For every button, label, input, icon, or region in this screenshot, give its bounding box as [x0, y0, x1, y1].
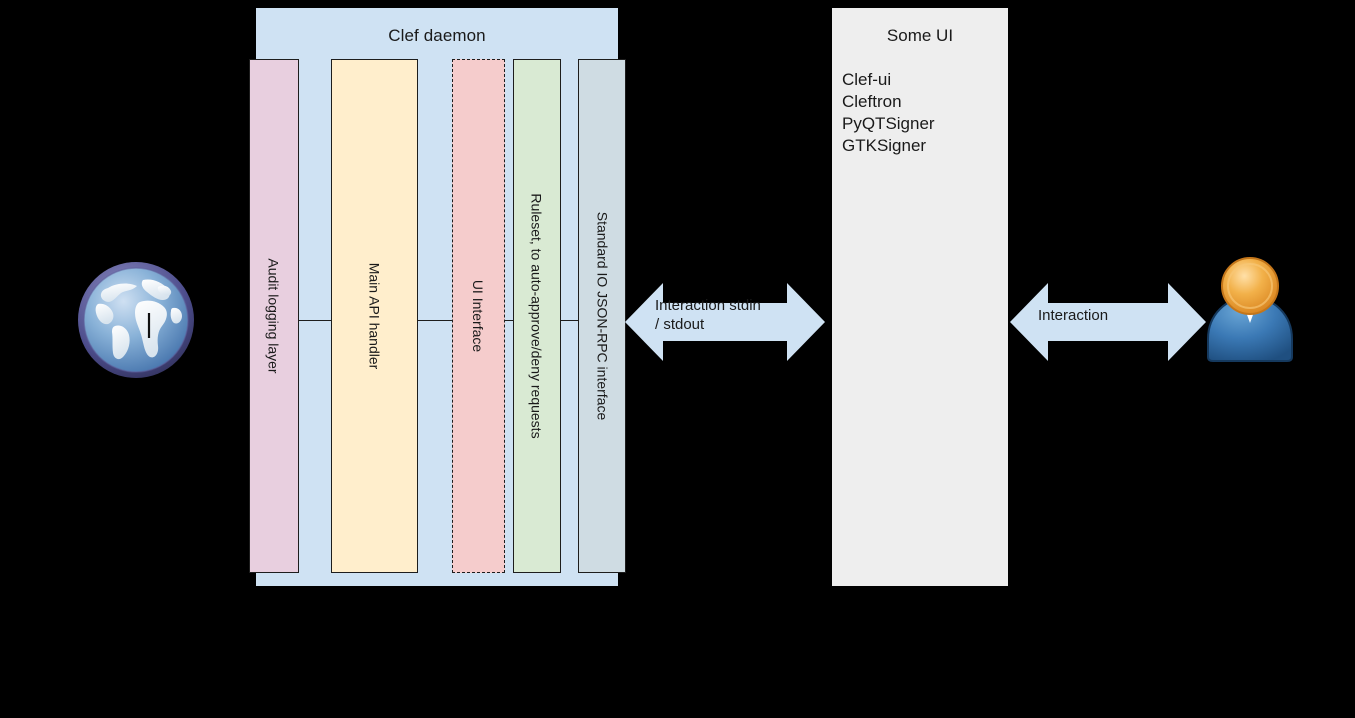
column-audit-logging-layer: Audit logging layer — [249, 59, 299, 573]
column-label-api: Main API handler — [366, 262, 383, 370]
arrow-daemon-to-ui — [625, 283, 825, 361]
connector-ui-to-ruleset — [503, 320, 515, 321]
some-ui-title: Some UI — [886, 26, 954, 45]
some-ui-list: Clef-ui Cleftron PyQTSigner GTKSigner — [842, 69, 935, 157]
globe-internet-icon — [74, 258, 198, 382]
arrow-label-interaction: Interaction — [1038, 307, 1109, 324]
column-ui-interface: UI Interface — [452, 59, 505, 573]
list-item: Clef-ui — [842, 70, 892, 89]
list-item: PyQTSigner — [842, 114, 935, 133]
connector-audit-to-api — [297, 320, 333, 321]
list-item: Cleftron — [842, 92, 902, 111]
column-label-ruleset: Ruleset, to auto-approve/deny requests — [529, 193, 545, 439]
column-main-api-handler: Main API handler — [331, 59, 418, 573]
column-standard-io-jsonrpc: Standard IO JSON-RPC interface — [578, 59, 626, 573]
column-ruleset: Ruleset, to auto-approve/deny requests — [513, 59, 561, 573]
some-ui-panel: Some UI Clef-ui Cleftron PyQTSigner GTKS… — [832, 8, 1008, 586]
connector-api-to-ui — [416, 320, 454, 321]
clef-daemon-title: Clef daemon — [388, 26, 486, 45]
clef-daemon-container: Clef daemon — [256, 8, 618, 586]
arrow-ui-to-user — [1010, 283, 1206, 361]
column-label-ui: UI Interface — [470, 279, 487, 353]
column-label-audit: Audit logging layer — [266, 258, 282, 374]
user-person-icon — [1204, 253, 1296, 363]
column-label-stdio: Standard IO JSON-RPC interface — [594, 211, 610, 421]
connector-ruleset-to-stdio — [559, 320, 580, 321]
arrow-label-stdio: Interaction stdin / stdout — [655, 297, 761, 333]
list-item: GTKSigner — [842, 136, 927, 155]
